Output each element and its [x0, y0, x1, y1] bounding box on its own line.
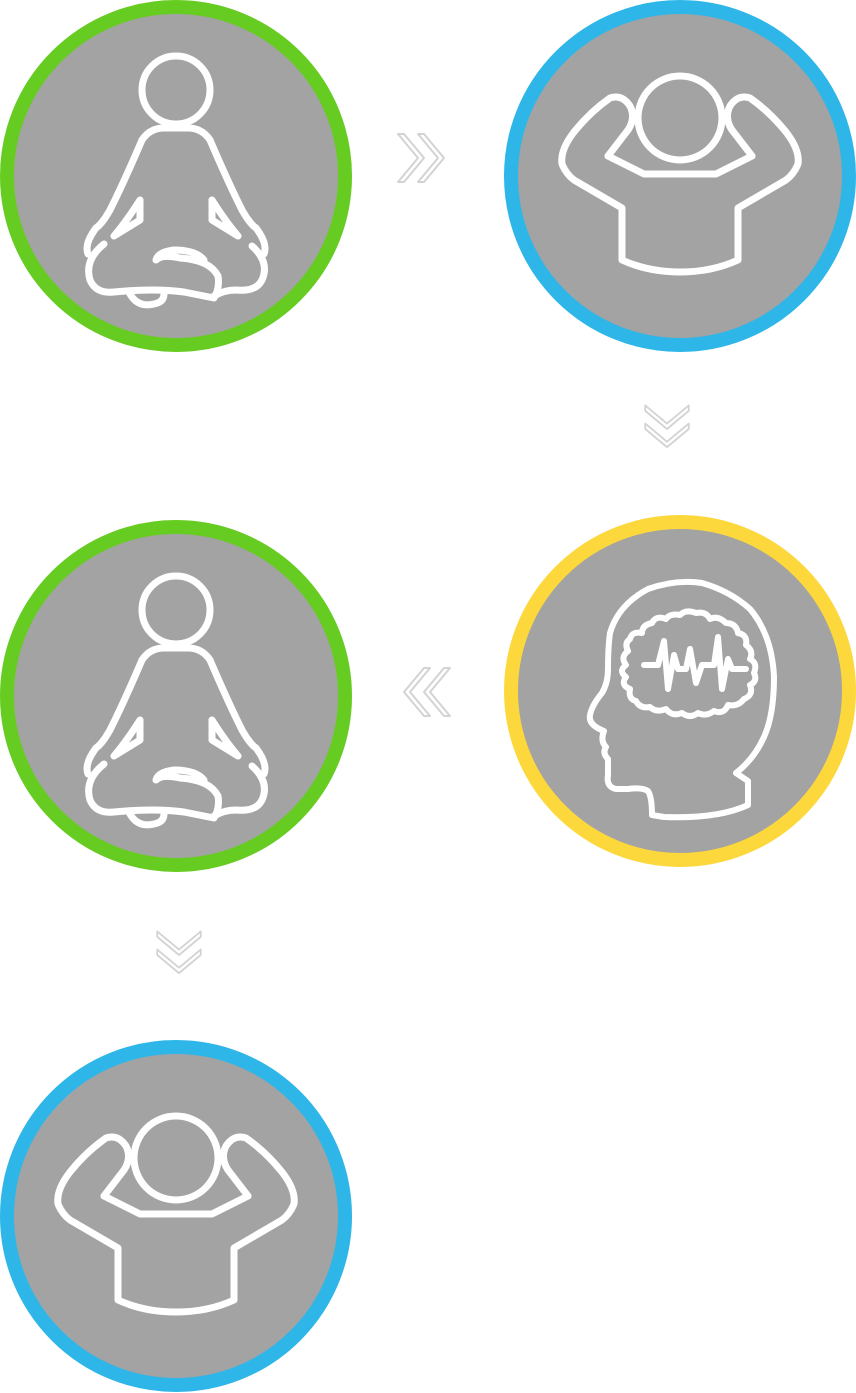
relaxed-person-node — [0, 1040, 352, 1392]
meditation-icon — [83, 52, 269, 309]
relaxed-person-icon — [54, 1112, 298, 1316]
relaxed-person-icon — [558, 72, 802, 276]
double-chevron-left-icon — [403, 667, 451, 717]
double-chevron-right-icon — [397, 133, 445, 183]
double-chevron-down-icon — [644, 404, 690, 449]
brain-activity-node — [504, 515, 856, 867]
double-chevron-down-icon — [156, 930, 202, 975]
meditation-node — [0, 0, 352, 352]
relaxed-person-node — [504, 0, 856, 352]
meditation-node — [0, 520, 352, 872]
meditation-icon — [83, 572, 269, 829]
brain-activity-icon — [586, 578, 777, 821]
